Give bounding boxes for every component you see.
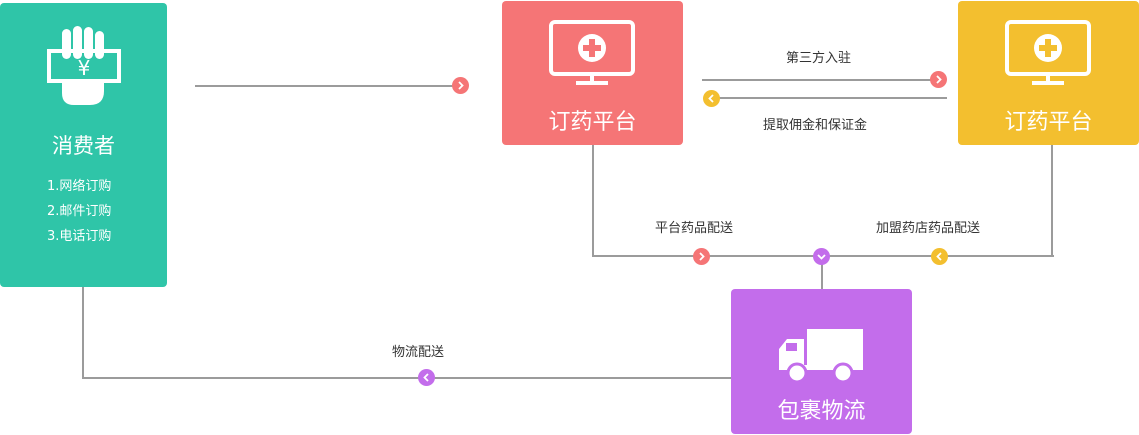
- label-logistics-delivery: 物流配送: [392, 345, 445, 360]
- consumer-box: ¥ 消费者 1.网络订购 2.邮件订购 3.电话订购: [0, 3, 167, 287]
- arrow-left-icon: [703, 90, 720, 107]
- arrow-left-icon: [931, 248, 948, 265]
- consumer-order-methods: 1.网络订购 2.邮件订购 3.电话订购: [47, 174, 111, 249]
- logistics-title: 包裹物流: [777, 399, 866, 424]
- label-platform-delivery: 平台药品配送: [655, 221, 734, 236]
- monitor-medical-cross-icon: [549, 20, 635, 85]
- arrow-right-icon: [930, 71, 947, 88]
- platform-partner-box: 订药平台: [958, 1, 1139, 145]
- arrow-left-icon: [418, 369, 435, 386]
- platform-self-title: 订药平台: [548, 110, 637, 135]
- line-commission: [715, 97, 947, 99]
- label-third-party-entry: 第三方入驻: [786, 51, 852, 66]
- line-consumer-to-platform: [195, 85, 457, 87]
- line-consumer-down: [82, 287, 84, 379]
- delivery-truck-icon: [779, 329, 863, 383]
- label-franchise-delivery: 加盟药店药品配送: [876, 221, 981, 236]
- arrow-right-icon: [452, 77, 469, 94]
- svg-text:¥: ¥: [78, 56, 91, 80]
- platform-self-box: 订药平台: [502, 1, 683, 145]
- logistics-box: 包裹物流: [731, 289, 912, 434]
- hand-holding-yuan-icon: ¥: [47, 26, 121, 105]
- list-item: 1.网络订购: [47, 179, 112, 194]
- list-item: 2.邮件订购: [47, 204, 112, 219]
- line-partner-down: [1051, 145, 1053, 256]
- list-item: 3.电话订购: [47, 229, 112, 244]
- consumer-title: 消费者: [52, 134, 115, 158]
- line-platform-down: [592, 145, 594, 256]
- arrow-down-icon: [813, 248, 830, 265]
- label-commission: 提取佣金和保证金: [763, 118, 868, 133]
- line-third-party-entry: [702, 79, 935, 81]
- line-merge-down: [821, 256, 823, 289]
- line-logistics-to-consumer: [82, 377, 731, 379]
- platform-partner-title: 订药平台: [1004, 110, 1093, 135]
- arrow-right-icon: [693, 248, 710, 265]
- monitor-medical-cross-icon: [1005, 20, 1091, 85]
